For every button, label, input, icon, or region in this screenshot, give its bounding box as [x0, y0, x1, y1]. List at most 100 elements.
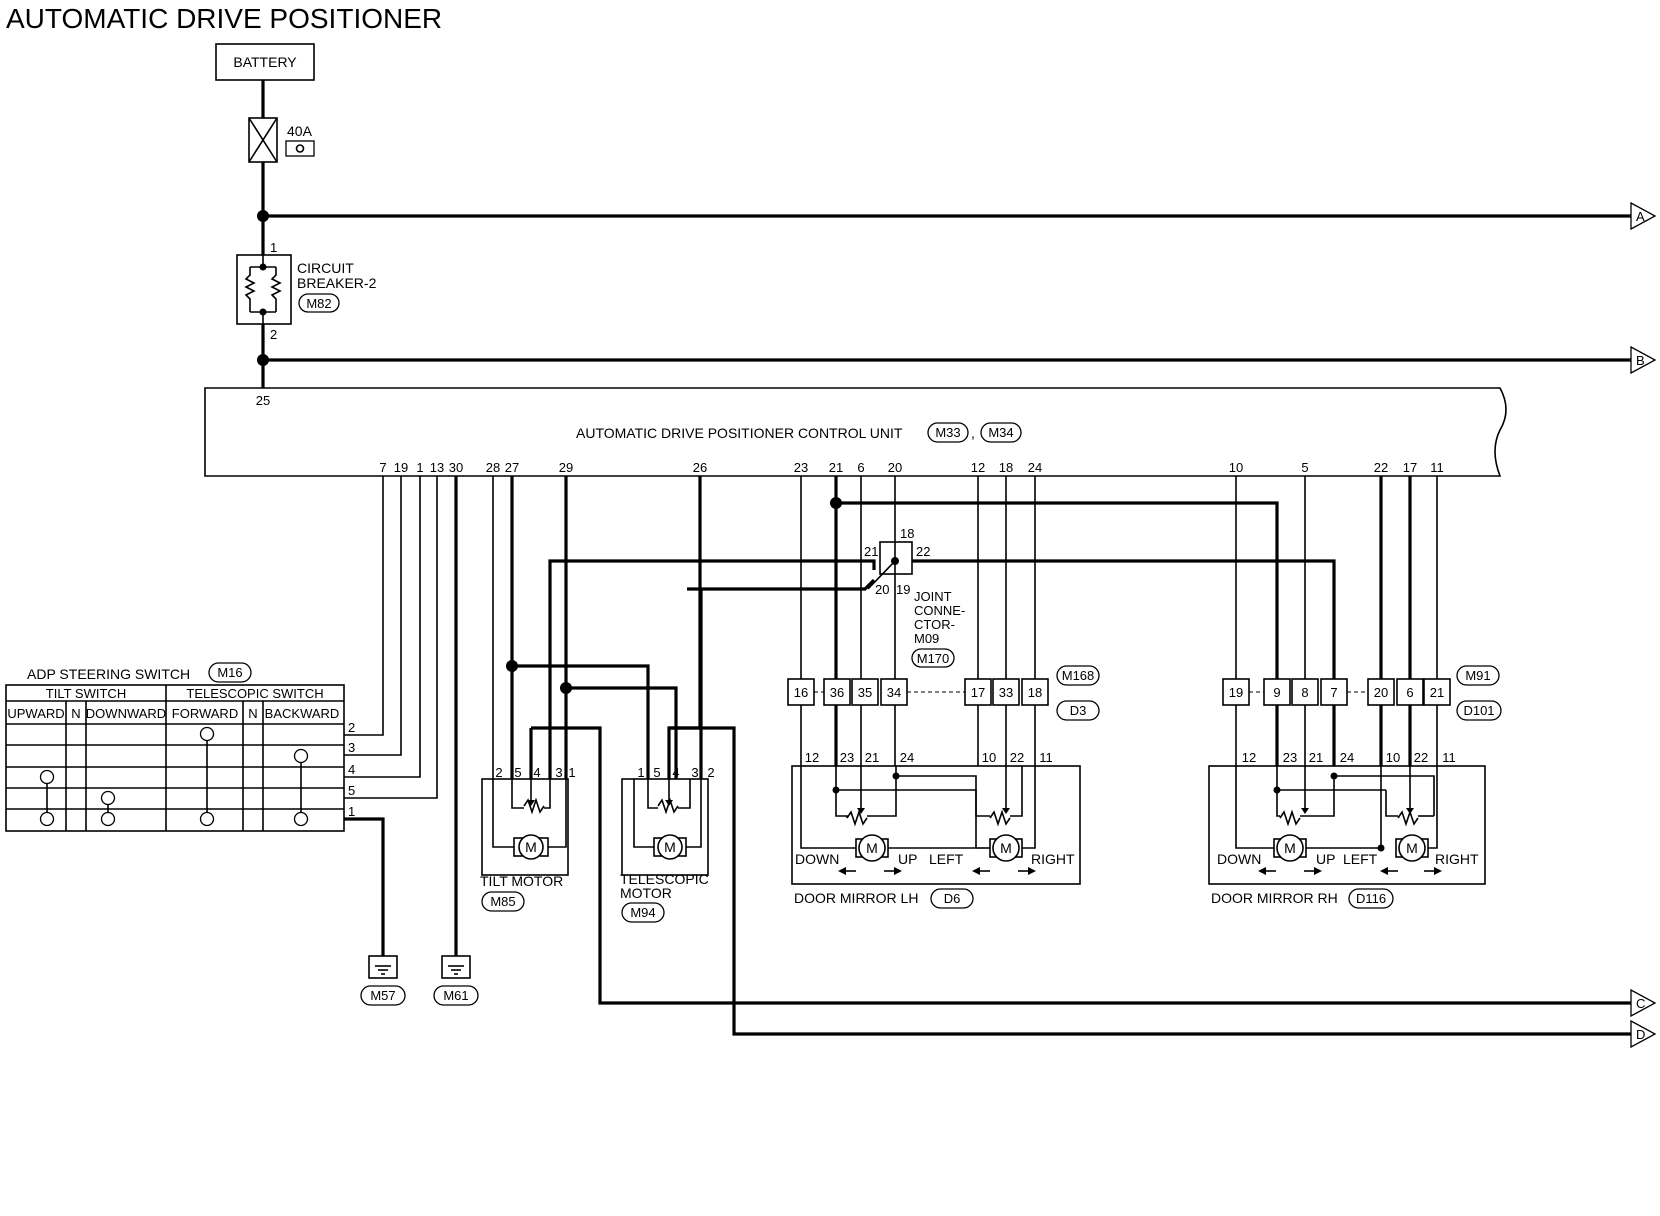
tilt-motor	[481, 778, 569, 876]
svg-text:1: 1	[416, 460, 423, 475]
connector-lh-top: M168	[1062, 668, 1095, 683]
breaker-pin-in: 1	[270, 240, 277, 255]
svg-text:D: D	[1636, 1027, 1645, 1042]
svg-text:5: 5	[514, 765, 521, 780]
svg-text:23: 23	[794, 460, 808, 475]
svg-text:12: 12	[971, 460, 985, 475]
ecu-power-pin: 25	[256, 393, 270, 408]
breaker-label-1: CIRCUIT	[297, 260, 354, 276]
svg-text:5: 5	[653, 765, 660, 780]
mirror-rh-connector: D116	[1356, 891, 1386, 906]
tilt-motor-connector-tag	[481, 891, 525, 912]
circuit-breaker	[236, 254, 292, 325]
svg-text:24: 24	[1028, 460, 1042, 475]
joint-label-1: JOINT	[914, 589, 952, 604]
svg-text:3: 3	[555, 765, 562, 780]
svg-text:21: 21	[829, 460, 843, 475]
joint-connector-label: M170	[917, 651, 950, 666]
connector-rh-top: M91	[1465, 668, 1490, 683]
svg-text:5: 5	[1301, 460, 1308, 475]
svg-text:19: 19	[1229, 685, 1243, 700]
svg-text:18: 18	[999, 460, 1013, 475]
adp-row-pins: 2 3 4 5 1	[348, 720, 355, 819]
svg-text:2: 2	[707, 765, 714, 780]
ground-m61	[433, 955, 479, 1006]
mirror-lh-motor2-symbol: M	[1000, 840, 1012, 856]
joint-pin-18: 18	[900, 526, 914, 541]
breaker-connector: M82	[306, 296, 331, 311]
mirror-rh-down: DOWN	[1217, 851, 1261, 867]
mirror-lh-label: DOOR MIRROR LH	[794, 890, 918, 906]
page-title: AUTOMATIC DRIVE POSITIONER	[6, 3, 442, 34]
adp-col-n-tilt: N	[71, 706, 80, 721]
svg-text:11: 11	[1442, 750, 1456, 765]
door-mirror-lh	[791, 765, 1081, 885]
splice-b	[257, 354, 269, 366]
svg-text:10: 10	[1386, 750, 1400, 765]
svg-text:30: 30	[449, 460, 463, 475]
breaker-label-2: BREAKER-2	[297, 275, 377, 291]
mirror-lh-connector: D6	[944, 891, 961, 906]
svg-text:22: 22	[1374, 460, 1388, 475]
svg-text:22: 22	[1414, 750, 1428, 765]
svg-text:12: 12	[805, 750, 819, 765]
mirror-lh-right: RIGHT	[1031, 851, 1075, 867]
telescopic-motor-pins: 1 5 4 3 2	[637, 765, 714, 780]
adp-col-downward: DOWNWARD	[86, 706, 166, 721]
breaker-connector-tag	[298, 293, 340, 313]
svg-text:24: 24	[900, 750, 914, 765]
fuse-40a	[248, 117, 315, 163]
arrow-a: A	[1630, 201, 1657, 231]
ecu-label: AUTOMATIC DRIVE POSITIONER CONTROL UNIT	[576, 425, 903, 441]
tilt-motor-symbol: M	[525, 839, 537, 855]
adp-col-backward: BACKWARD	[265, 706, 340, 721]
svg-text:35: 35	[858, 685, 872, 700]
mirror-lh-motor1-symbol: M	[866, 840, 878, 856]
svg-text:21: 21	[1309, 750, 1323, 765]
connector-row-rh	[1222, 678, 1451, 706]
svg-text:C: C	[1636, 996, 1645, 1011]
svg-text:9: 9	[1273, 685, 1280, 700]
svg-text:19: 19	[394, 460, 408, 475]
svg-text:6: 6	[1406, 685, 1413, 700]
joint-connector-tag	[911, 648, 955, 668]
svg-text:2: 2	[495, 765, 502, 780]
adp-switch-connector-tag	[208, 662, 252, 683]
mirror-lh-pins: 12 23 21 24 10 22 11	[805, 750, 1053, 765]
switch-wires	[344, 476, 458, 956]
svg-text:8: 8	[1301, 685, 1308, 700]
svg-text:7: 7	[379, 460, 386, 475]
svg-text:17: 17	[971, 685, 985, 700]
mirror-lh-left: LEFT	[929, 851, 964, 867]
svg-text:20: 20	[888, 460, 902, 475]
svg-text:1: 1	[637, 765, 644, 780]
svg-text:29: 29	[559, 460, 573, 475]
adp-group-tilt: TILT SWITCH	[46, 686, 126, 701]
joint-pin-19: 19	[896, 582, 910, 597]
connector-row-lh-pins: 16 36 35 34 17 33 18	[794, 685, 1042, 700]
svg-text:10: 10	[982, 750, 996, 765]
telescopic-motor-label-2: MOTOR	[620, 885, 672, 901]
svg-text:12: 12	[1242, 750, 1256, 765]
svg-text:B: B	[1636, 353, 1645, 368]
mirror-rh-up: UP	[1316, 851, 1335, 867]
ecu-connector-2-tag	[980, 422, 1022, 443]
breaker-pin-out: 2	[270, 327, 277, 342]
svg-text:26: 26	[693, 460, 707, 475]
svg-text:1: 1	[568, 765, 575, 780]
tilt-motor-label: TILT MOTOR	[480, 873, 563, 889]
telescopic-motor-connector-tag	[621, 902, 665, 923]
joint-label-3: CTOR-	[914, 617, 955, 632]
svg-text:4: 4	[672, 765, 679, 780]
svg-text:21: 21	[865, 750, 879, 765]
splice-a	[257, 210, 269, 222]
motor-wires	[492, 476, 1631, 1036]
connector-lh-bottom: D3	[1070, 703, 1087, 718]
mirror-lh-wires	[800, 476, 1279, 766]
connector-rh-bottom: D101	[1463, 703, 1494, 718]
adp-col-n-tele: N	[248, 706, 257, 721]
door-mirror-rh	[1208, 765, 1486, 885]
svg-text:3: 3	[691, 765, 698, 780]
joint-label-2: CONNE-	[914, 603, 965, 618]
